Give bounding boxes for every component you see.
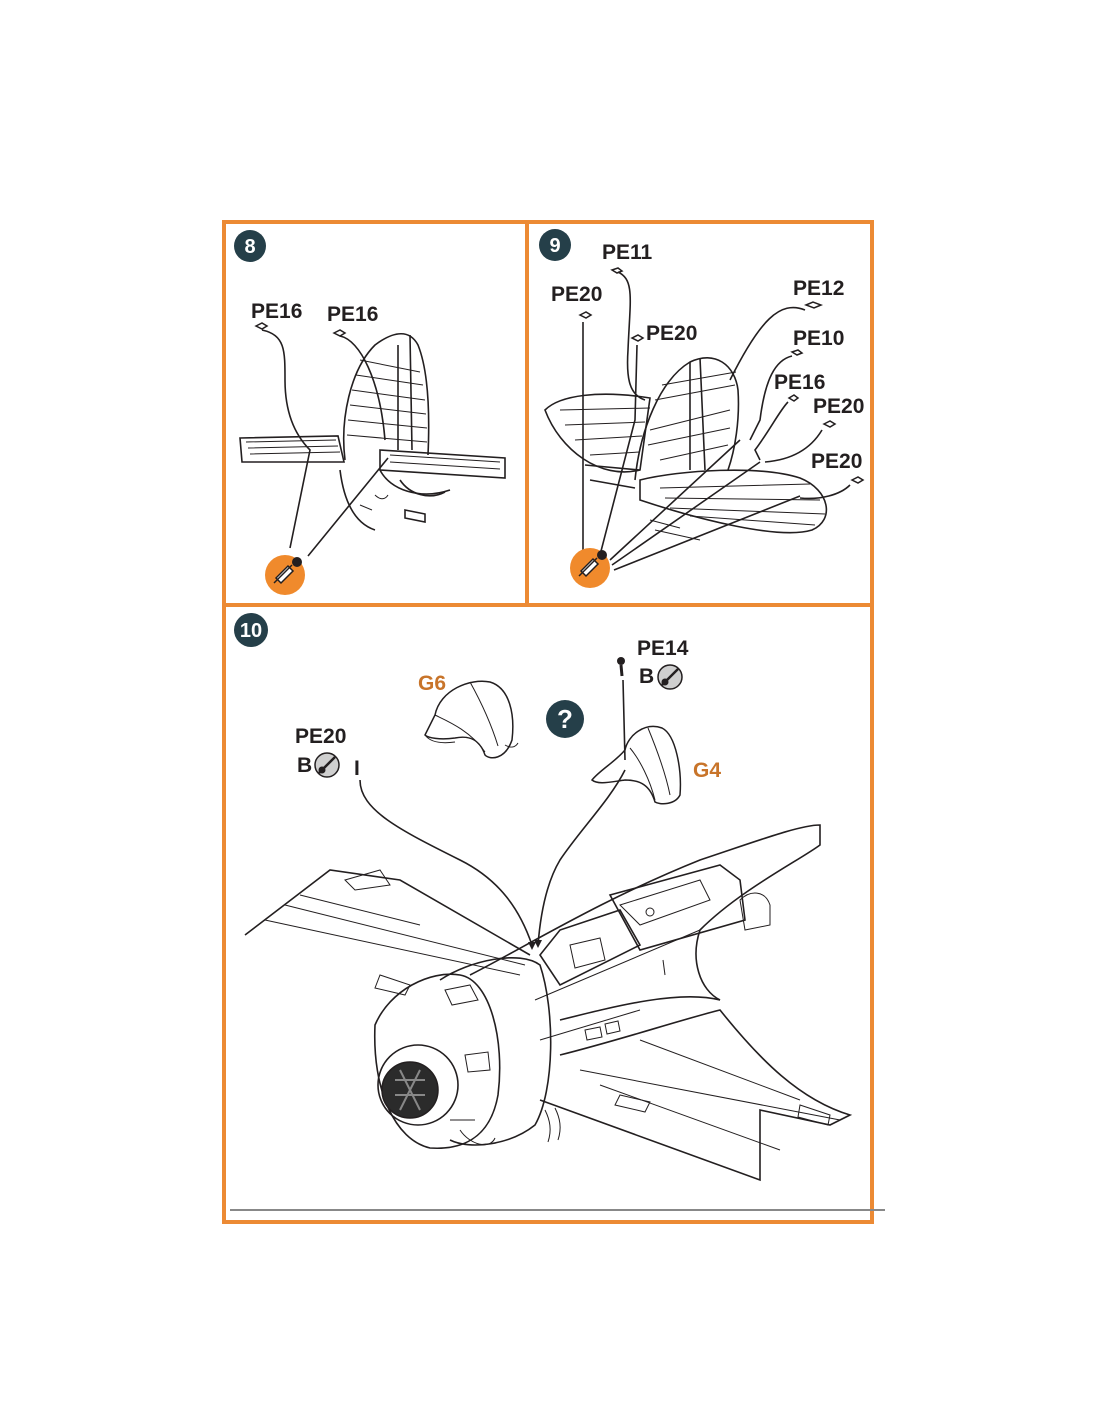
step-9-badge: 9	[539, 229, 571, 261]
label-pe20-alt-i: I	[354, 757, 360, 780]
pe20-part-b	[630, 334, 645, 342]
label-pe14-paint-b: B	[639, 665, 654, 688]
step-10-aircraft-drawing	[244, 824, 853, 1182]
step-10-panel: 10 G6 PE14 B PE20 B I G4 ?	[234, 613, 853, 1182]
step-9-label-pe20-a: PE20	[551, 283, 602, 306]
svg-text:?: ?	[557, 704, 573, 734]
step-8-badge: 8	[234, 230, 266, 262]
step-9-label-pe20-b: PE20	[646, 322, 697, 345]
label-pe20-paint-b: B	[297, 754, 312, 777]
pe20-part-a	[578, 311, 593, 319]
step-8-panel: 8 PE16 PE16	[234, 230, 506, 595]
glue-icon	[570, 548, 610, 588]
step-8-number: 8	[244, 236, 255, 258]
step-8-label-pe16-left: PE16	[251, 300, 302, 323]
leader-pe20	[359, 779, 533, 946]
pe16-part-left	[254, 322, 269, 330]
optional-question-icon: ?	[546, 700, 584, 738]
step-9-panel: 9 PE11 PE20 PE20 PE12 PE10 PE16 PE20 PE2…	[539, 229, 865, 588]
paint-icon	[657, 664, 683, 690]
glue-icon	[265, 555, 305, 595]
step-10-badge: 10	[234, 613, 268, 647]
step-10-number: 10	[240, 620, 262, 642]
step-9-label-pe11: PE11	[602, 241, 653, 264]
label-g4: G4	[693, 759, 721, 782]
pe16-part-right	[332, 329, 347, 337]
paint-icon	[314, 752, 340, 778]
leader-pe16-right	[307, 335, 389, 557]
leader-pe16-left	[261, 329, 311, 549]
panel-frames	[222, 220, 885, 1224]
step-9-label-pe16: PE16	[774, 371, 825, 394]
label-pe14: PE14	[637, 637, 689, 660]
leader-pe14-g4	[537, 679, 626, 946]
step-8-label-pe16-right: PE16	[327, 303, 378, 326]
pe14-part	[617, 657, 625, 677]
pe20-part-c	[822, 420, 837, 428]
g6-part	[424, 680, 519, 759]
step-9-number: 9	[549, 235, 560, 257]
pe11-part	[610, 267, 624, 274]
label-pe20: PE20	[295, 725, 346, 748]
pe16-part	[787, 394, 800, 402]
label-g6: G6	[418, 672, 446, 695]
pe10-part	[790, 349, 804, 356]
step-9-label-pe20-c: PE20	[813, 395, 864, 418]
step-9-leaders	[582, 271, 851, 571]
step-9-label-pe10: PE10	[793, 327, 844, 350]
step-9-label-pe12: PE12	[793, 277, 844, 300]
step-8-tail-drawing	[239, 332, 506, 531]
step-9-label-pe20-d: PE20	[811, 450, 862, 473]
pe12-part	[803, 301, 824, 309]
pe20-part-d	[850, 476, 865, 484]
g4-part	[590, 725, 682, 805]
